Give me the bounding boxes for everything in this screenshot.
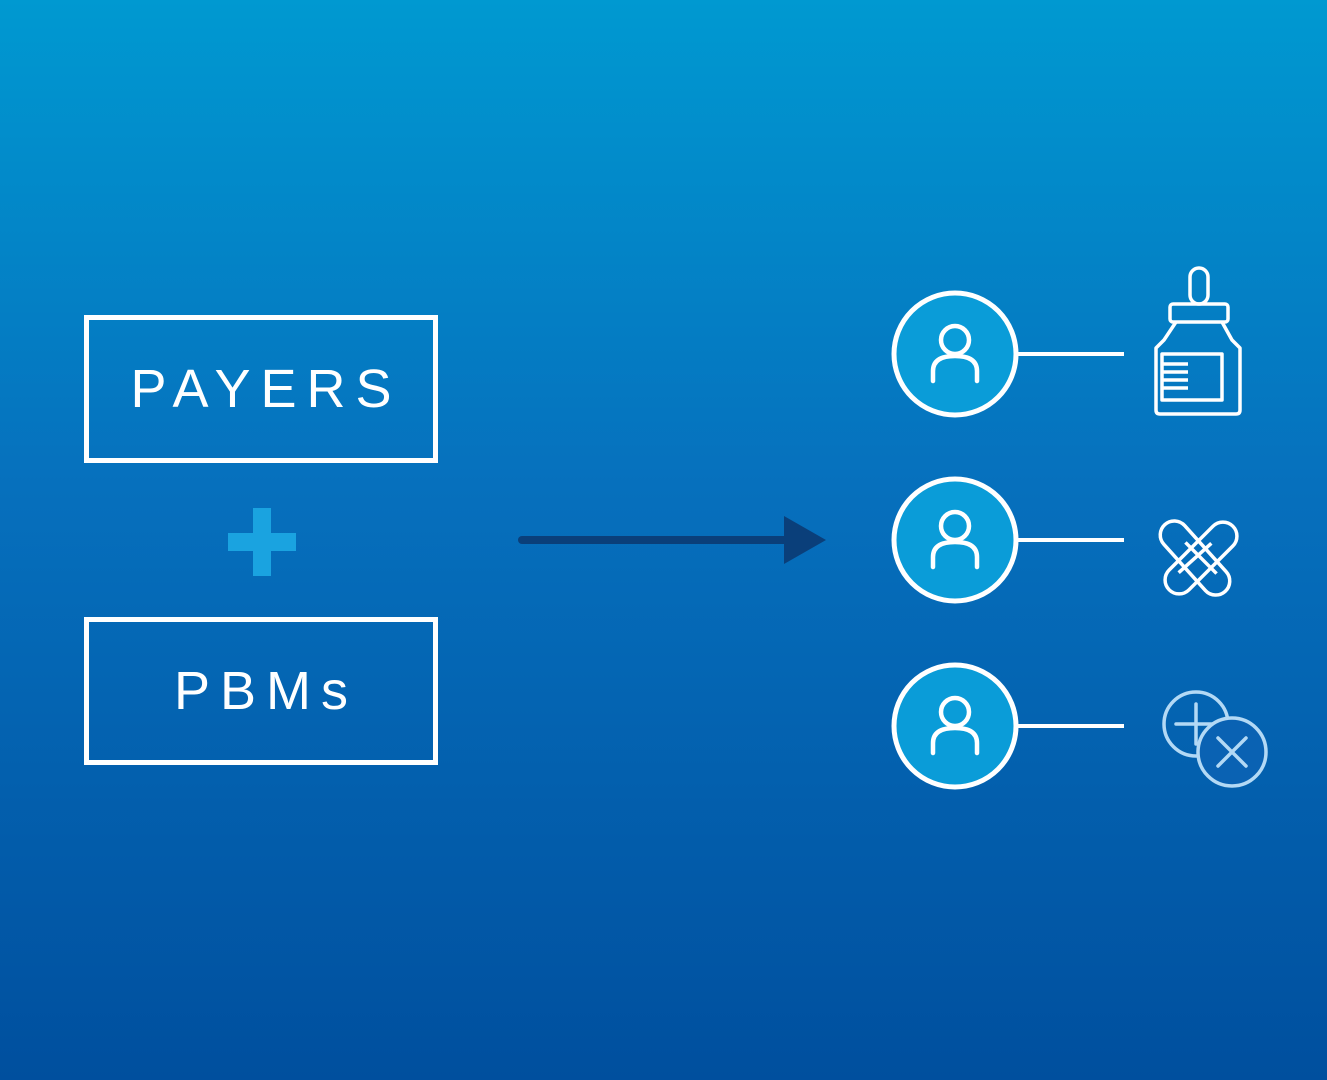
capsules-icon xyxy=(1158,519,1239,597)
tablets-icon xyxy=(1162,690,1268,788)
pbms-box: PBMs xyxy=(84,617,438,765)
pbms-label: PBMs xyxy=(173,661,359,721)
plus-icon xyxy=(228,508,296,576)
medicine-bottle-icon xyxy=(1154,266,1242,416)
person-icon xyxy=(891,476,1124,604)
payers-box: PAYERS xyxy=(84,315,438,463)
right-arrow-icon xyxy=(518,516,826,564)
person-icon xyxy=(891,290,1124,418)
payers-label: PAYERS xyxy=(130,359,402,419)
person-icon xyxy=(891,662,1124,790)
